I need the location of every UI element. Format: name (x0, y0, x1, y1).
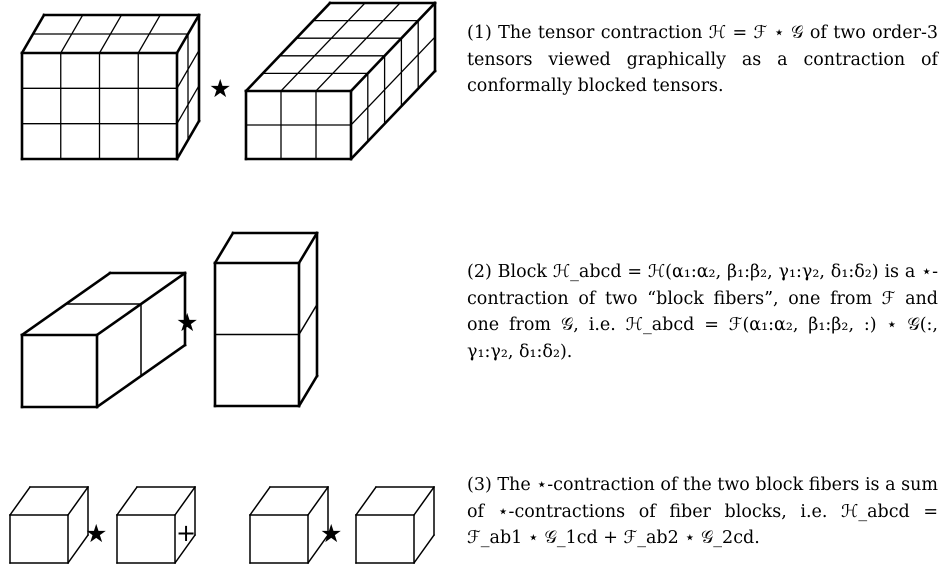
star-operator-2: ★ (176, 308, 198, 337)
panel-3-fiber-blocks (8, 485, 436, 565)
caption-2: (2) Block ℋ_abcd = ℋ(α₁:α₂, β₁:β₂, γ₁:γ₂… (467, 262, 938, 362)
star-operator-3b: ★ (320, 519, 342, 548)
top-depth-line (349, 1, 437, 93)
top-depth-line (306, 485, 330, 517)
top-depth-line (173, 485, 197, 517)
top-depth-line (354, 485, 378, 517)
side-depth-line (66, 533, 90, 565)
top-depth-line (213, 231, 235, 265)
side-depth-line (306, 533, 330, 565)
plus-operator: + (176, 519, 196, 547)
side-depth-line (297, 374, 319, 408)
top-depth-line (66, 485, 90, 517)
side-depth-line (173, 533, 197, 565)
side-depth-line (297, 303, 319, 336)
panel-2-block-fibers (20, 231, 319, 409)
side-depth-line (349, 69, 437, 161)
tensor-contraction-figure: ★ ★ ★ + ★ (8, 1, 437, 565)
caption-1: (1) The tensor contraction ℋ = ℱ ⋆ 𝒢 of … (467, 23, 938, 96)
top-depth-line (248, 485, 272, 517)
star-operator-1: ★ (209, 74, 231, 103)
top-depth-line (8, 485, 32, 517)
star-operator-3a: ★ (85, 519, 107, 548)
top-depth-line (297, 231, 319, 265)
side-depth-line (412, 533, 436, 565)
panel-1-blocked-tensors (20, 1, 437, 161)
top-depth-line (315, 2, 401, 92)
side-depth-line (350, 36, 436, 126)
top-depth-line (412, 485, 436, 517)
caption-3: (3) The ⋆-contraction of the two block f… (467, 475, 938, 548)
top-depth-line (244, 1, 332, 93)
top-depth-line (280, 2, 366, 92)
top-depth-line (115, 485, 139, 517)
